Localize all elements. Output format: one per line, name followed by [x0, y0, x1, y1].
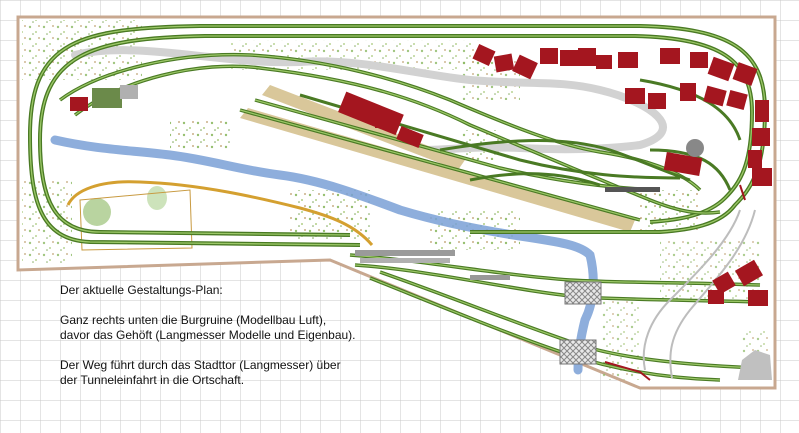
caption-paragraph-path: Der Weg führt durch das Stadttor (Langme…	[60, 358, 341, 387]
town-wall	[739, 184, 746, 201]
tower	[686, 139, 704, 157]
description-caption: Der aktuelle Gestaltungs-Plan: Ganz rech…	[60, 283, 480, 403]
farm-barn	[120, 85, 138, 99]
freight-platform	[240, 108, 635, 232]
caption-heading: Der aktuelle Gestaltungs-Plan:	[60, 283, 223, 297]
building	[375, 118, 389, 128]
station-platform	[262, 85, 465, 170]
baseboard-frame	[16, 15, 777, 390]
track-main-loop	[28, 24, 768, 247]
building	[396, 126, 424, 148]
tunnel-portal-lower	[559, 339, 597, 365]
tunnel-portal-upper	[564, 281, 602, 305]
farm-shed	[92, 88, 122, 108]
caption-paragraph-castle: Ganz rechts unten die Burgruine (Modellb…	[60, 313, 356, 342]
town-wall	[604, 361, 651, 381]
castle-ruin	[738, 350, 772, 380]
footpath	[66, 180, 374, 246]
building	[70, 97, 88, 111]
town-buildings	[472, 43, 772, 186]
parked-trains	[355, 187, 660, 280]
farmstead-buildings	[708, 259, 768, 306]
field-border	[79, 189, 193, 251]
